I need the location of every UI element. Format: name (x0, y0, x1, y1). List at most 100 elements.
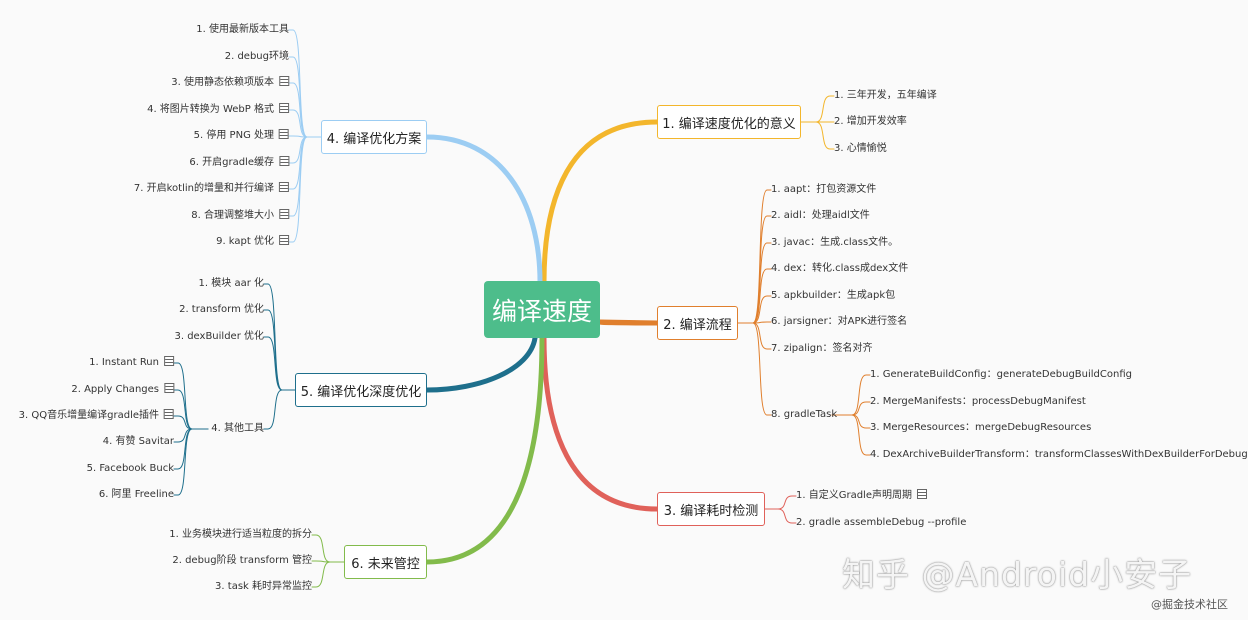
leaf-item[interactable]: 4. DexArchiveBuilderTransform：transformC… (870, 449, 1248, 460)
leaf-item-other-tools[interactable]: 4. 其他工具 (211, 423, 264, 434)
note-icon[interactable] (279, 76, 289, 86)
leaf-item[interactable]: 2. debug环境 (225, 50, 289, 64)
leaf-item[interactable]: 4. 将图片转换为 WebP 格式 (147, 103, 289, 117)
leaf-connector (737, 322, 772, 416)
leaf-item[interactable]: 2. 增加开发效率 (834, 116, 907, 127)
zhihu-watermark: 知乎 @Android小安子 (842, 555, 1193, 594)
leaf-connector (173, 428, 209, 443)
leaf-label: 5. 停用 PNG 处理 (193, 130, 274, 141)
note-icon[interactable] (279, 103, 289, 113)
leaf-item[interactable]: 5. 停用 PNG 处理 (194, 129, 289, 143)
leaf-label: 1. 自定义Gradle声明周期 (796, 490, 912, 501)
leaf-item[interactable]: 6. 阿里 Freeline (98, 489, 174, 500)
leaf-item[interactable]: 6. 开启gradle缓存 (189, 156, 289, 170)
leaf-label: 1. Instant Run (89, 357, 159, 368)
leaf-item[interactable]: 3. dexBuilder 优化 (174, 331, 264, 342)
note-icon[interactable] (164, 383, 174, 393)
leaf-item[interactable]: 3. 心情愉悦 (834, 143, 887, 154)
leaf-item[interactable]: 4. dex：转化.class成dex文件 (771, 263, 909, 274)
juejin-watermark: @掘金技术社区 (1151, 598, 1228, 611)
branch-connector (424, 335, 538, 393)
leaf-connector (800, 121, 835, 150)
leaf-item[interactable]: 7. zipalign：签名对齐 (771, 343, 873, 354)
leaf-item[interactable]: 3. task 耗时异常监控 (215, 581, 312, 592)
leaf-item[interactable]: 2. Apply Changes (71, 383, 174, 397)
leaf-connector (288, 136, 322, 243)
branch-meaning[interactable]: 1. 编译速度优化的意义 (657, 105, 801, 139)
leaf-item[interactable]: 2. debug阶段 transform 管控 (172, 555, 312, 566)
leaf-item[interactable]: 2. MergeManifests：processDebugManifest (870, 396, 1086, 407)
leaf-item-gradle-task[interactable]: 8. gradleTask (771, 409, 838, 420)
note-icon[interactable] (279, 156, 289, 166)
leaf-label: 8. 合理调整堆大小 (191, 210, 274, 221)
leaf-label: 6. 开启gradle缓存 (189, 157, 274, 168)
leaf-label: 4. 将图片转换为 WebP 格式 (147, 104, 274, 115)
leaf-connector (831, 414, 871, 429)
leaf-label: 7. 开启kotlin的增量和并行编译 (133, 183, 274, 194)
leaf-connector (737, 295, 772, 324)
branch-connector (424, 335, 545, 565)
leaf-connector (263, 336, 296, 391)
leaf-connector (173, 428, 209, 470)
central-topic[interactable]: 编译速度 (484, 281, 600, 338)
leaf-item[interactable]: 1. 自定义Gradle声明周期 (796, 489, 927, 503)
leaf-item[interactable]: 6. jarsigner：对APK进行签名 (771, 316, 908, 327)
leaf-item[interactable]: 2. aidl：处理aidl文件 (771, 210, 870, 221)
leaf-item[interactable]: 1. GenerateBuildConfig：generateDebugBuil… (870, 369, 1132, 380)
leaf-label: 1. 使用最新版本工具 (196, 24, 289, 35)
leaf-item[interactable]: 1. 业务模块进行适当粒度的拆分 (169, 529, 312, 540)
note-icon[interactable] (279, 129, 289, 139)
leaf-item[interactable]: 2. transform 优化 (179, 304, 264, 315)
leaf-connector (173, 415, 209, 430)
leaf-item[interactable]: 5. apkbuilder：生成apk包 (771, 290, 896, 301)
branch-optimization-plan[interactable]: 4. 编译优化方案 (321, 120, 427, 154)
note-icon[interactable] (279, 182, 289, 192)
leaf-label: 9. kapt 优化 (216, 236, 274, 247)
leaf-label: 3. QQ音乐增量编译gradle插件 (18, 410, 159, 421)
leaf-label: 3. 使用静态依赖项版本 (171, 77, 274, 88)
leaf-item[interactable]: 3. javac：生成.class文件。 (771, 237, 899, 248)
leaf-connector (831, 374, 871, 416)
leaf-item[interactable]: 2. gradle assembleDebug --profile (796, 517, 967, 528)
leaf-item[interactable]: 7. 开启kotlin的增量和并行编译 (134, 182, 289, 196)
leaf-connector (737, 242, 772, 324)
leaf-item[interactable]: 9. kapt 优化 (216, 235, 289, 249)
note-icon[interactable] (917, 489, 927, 499)
leaf-item[interactable]: 1. 三年开发，五年编译 (834, 90, 937, 101)
leaf-item[interactable]: 4. 有赞 Savitar (102, 436, 174, 447)
leaf-connector (800, 95, 835, 123)
leaf-connector (831, 414, 871, 456)
leaf-connector (288, 109, 322, 138)
leaf-connector (737, 322, 772, 350)
leaf-connector (263, 389, 296, 430)
note-icon[interactable] (279, 235, 289, 245)
branch-deep-optimization[interactable]: 5. 编译优化深度优化 (295, 373, 427, 407)
note-icon[interactable] (164, 356, 174, 366)
leaf-connector (311, 534, 345, 563)
leaf-connector (173, 389, 209, 430)
leaf-label: 2. debug环境 (224, 51, 289, 62)
leaf-item[interactable]: 3. QQ音乐增量编译gradle插件 (19, 409, 174, 423)
leaf-connector (831, 401, 871, 416)
leaf-item[interactable]: 1. 模块 aar 化 (198, 278, 264, 289)
branch-compile-flow[interactable]: 2. 编译流程 (657, 306, 738, 340)
leaf-connector (173, 428, 209, 496)
leaf-item[interactable]: 1. 使用最新版本工具 (196, 23, 289, 37)
leaf-connector (737, 189, 772, 324)
branch-time-detection[interactable]: 3. 编译耗时检测 (657, 492, 765, 526)
leaf-connector (263, 309, 296, 391)
leaf-item[interactable]: 1. aapt：打包资源文件 (771, 184, 877, 195)
leaf-item[interactable]: 3. 使用静态依赖项版本 (171, 76, 289, 90)
leaf-item[interactable]: 5. Facebook Buck (86, 463, 174, 474)
leaf-connector (764, 508, 797, 524)
note-icon[interactable] (164, 409, 174, 419)
leaf-connector (288, 136, 322, 164)
branch-future-control[interactable]: 6. 未来管控 (344, 545, 427, 579)
note-icon[interactable] (279, 209, 289, 219)
leaf-item[interactable]: 3. MergeResources：mergeDebugResources (870, 422, 1092, 433)
branch-connector (541, 335, 660, 512)
leaf-connector (311, 561, 345, 588)
leaf-item[interactable]: 8. 合理调整堆大小 (191, 209, 289, 223)
leaf-item[interactable]: 1. Instant Run (89, 356, 174, 370)
